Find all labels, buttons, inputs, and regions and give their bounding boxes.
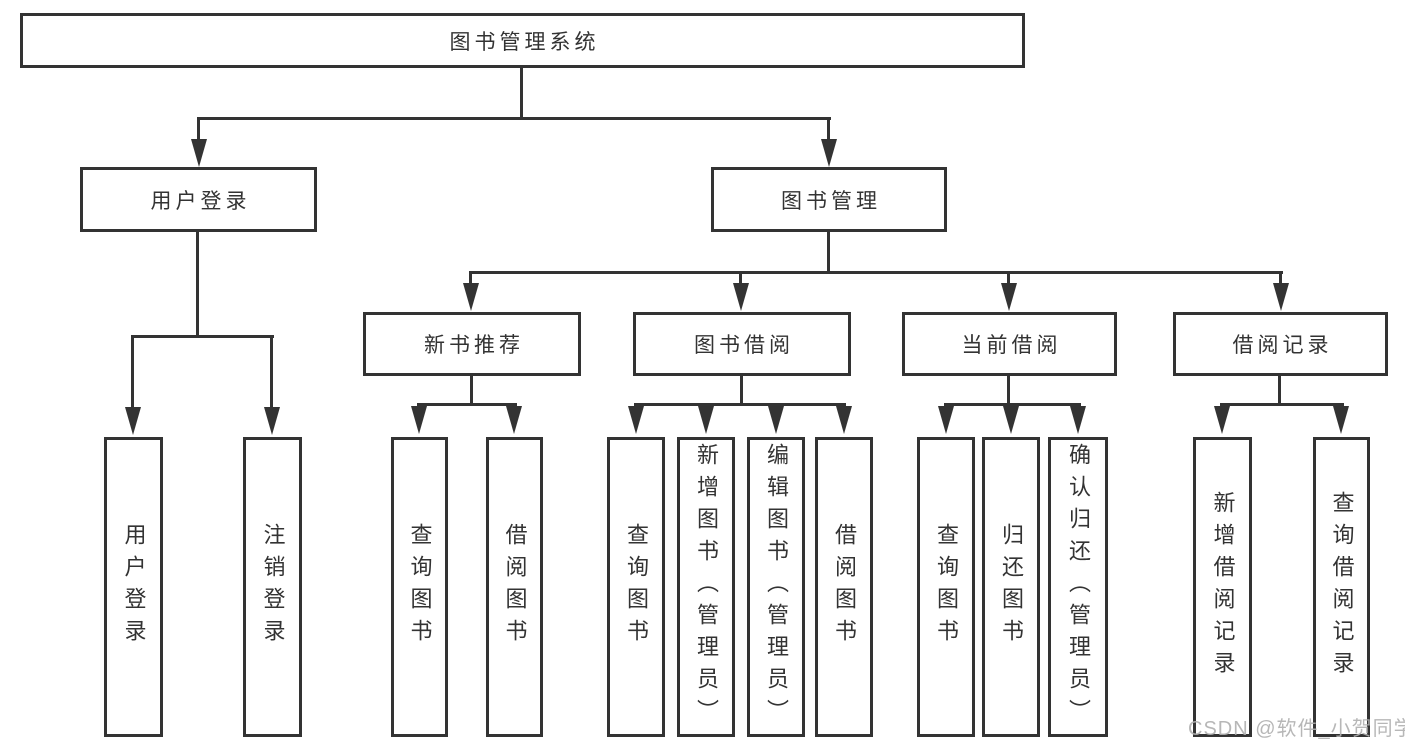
node-label: 图书管理系统 xyxy=(449,30,600,54)
connector-line xyxy=(417,403,517,406)
node-label: 当前借阅 xyxy=(961,334,1062,357)
connector-line xyxy=(1278,376,1281,406)
leaf-query-books-borrowing: 查询图书 xyxy=(607,437,665,737)
node-book-borrowing: 图书借阅 xyxy=(633,312,851,376)
leaf-return-books: 归还图书 xyxy=(982,437,1040,737)
node-current-borrowing: 当前借阅 xyxy=(902,312,1117,376)
connector-line xyxy=(197,119,200,141)
node-label: 图书管理 xyxy=(781,189,881,213)
arrowhead-down xyxy=(628,406,644,434)
node-label: 借阅图书 xyxy=(502,523,528,651)
arrowhead-down xyxy=(836,406,852,434)
connector-line xyxy=(1007,376,1010,406)
connector-line xyxy=(634,403,846,406)
arrowhead-down xyxy=(1003,406,1019,434)
arrowhead-down xyxy=(264,407,280,435)
arrowhead-down xyxy=(1214,406,1230,434)
node-book-management: 图书管理 xyxy=(711,167,947,232)
node-label: 查询图书 xyxy=(624,523,649,651)
connector-line xyxy=(470,376,473,406)
arrowhead-down xyxy=(506,406,522,434)
arrowhead-down xyxy=(698,406,714,434)
arrowhead-down xyxy=(1333,406,1349,434)
connector-line xyxy=(1220,403,1344,406)
connector-line xyxy=(1007,273,1010,284)
leaf-add-books-admin: 新增图书（管理员） xyxy=(677,437,735,737)
connector-line xyxy=(739,273,742,284)
node-label: 用户登录 xyxy=(121,523,147,651)
leaf-borrow-books-recommend: 借阅图书 xyxy=(486,437,543,737)
node-label: 归还图书 xyxy=(999,523,1024,651)
arrowhead-down xyxy=(1070,406,1086,434)
node-label: 注销登录 xyxy=(260,523,286,651)
leaf-logout: 注销登录 xyxy=(243,437,302,737)
leaf-edit-books-admin: 编辑图书（管理员） xyxy=(747,437,805,737)
connector-line xyxy=(270,337,273,408)
connector-line xyxy=(131,337,134,408)
node-label: 用户登录 xyxy=(150,189,251,213)
node-user-login: 用户登录 xyxy=(80,167,317,232)
node-label: 新增借阅记录 xyxy=(1210,491,1236,683)
node-label: 借阅记录 xyxy=(1232,334,1333,357)
node-new-book-recommend: 新书推荐 xyxy=(363,312,581,376)
connector-line xyxy=(827,232,830,274)
connector-line xyxy=(827,119,830,141)
node-label: 编辑图书（管理员） xyxy=(764,443,789,731)
leaf-borrow-books: 借阅图书 xyxy=(815,437,873,737)
node-borrow-records: 借阅记录 xyxy=(1173,312,1388,376)
arrowhead-down xyxy=(733,283,749,311)
arrowhead-down xyxy=(463,283,479,311)
connector-line xyxy=(740,376,743,406)
connector-line xyxy=(944,403,1081,406)
leaf-query-books-recommend: 查询图书 xyxy=(391,437,448,737)
connector-line xyxy=(520,66,523,118)
node-label: 新书推荐 xyxy=(424,334,524,357)
node-label: 查询借阅记录 xyxy=(1329,491,1355,683)
connector-line xyxy=(469,273,472,284)
node-library-system: 图书管理系统 xyxy=(20,13,1025,68)
node-label: 查询图书 xyxy=(934,523,959,651)
arrowhead-down xyxy=(938,406,954,434)
arrowhead-down xyxy=(1001,283,1017,311)
arrowhead-down xyxy=(191,139,207,167)
node-label: 新增图书（管理员） xyxy=(694,443,719,731)
connector-line xyxy=(1279,273,1282,284)
watermark: CSDN @软件_小贺同学 xyxy=(1188,718,1405,740)
leaf-add-borrow-record: 新增借阅记录 xyxy=(1193,437,1252,737)
leaf-confirm-return-admin: 确认归还（管理员） xyxy=(1048,437,1108,737)
connector-line xyxy=(196,232,199,338)
node-label: 借阅图书 xyxy=(832,523,857,651)
arrowhead-down xyxy=(411,406,427,434)
arrowhead-down xyxy=(768,406,784,434)
arrowhead-down xyxy=(125,407,141,435)
arrowhead-down xyxy=(821,139,837,167)
connector-line xyxy=(197,117,831,120)
leaf-query-books-current: 查询图书 xyxy=(917,437,975,737)
node-label: 确认归还（管理员） xyxy=(1066,443,1091,731)
node-label: 查询图书 xyxy=(407,523,433,651)
connector-line xyxy=(469,271,1283,274)
connector-line xyxy=(131,335,274,338)
leaf-query-borrow-record: 查询借阅记录 xyxy=(1313,437,1370,737)
arrowhead-down xyxy=(1273,283,1289,311)
leaf-user-login: 用户登录 xyxy=(104,437,163,737)
node-label: 图书借阅 xyxy=(694,334,794,357)
